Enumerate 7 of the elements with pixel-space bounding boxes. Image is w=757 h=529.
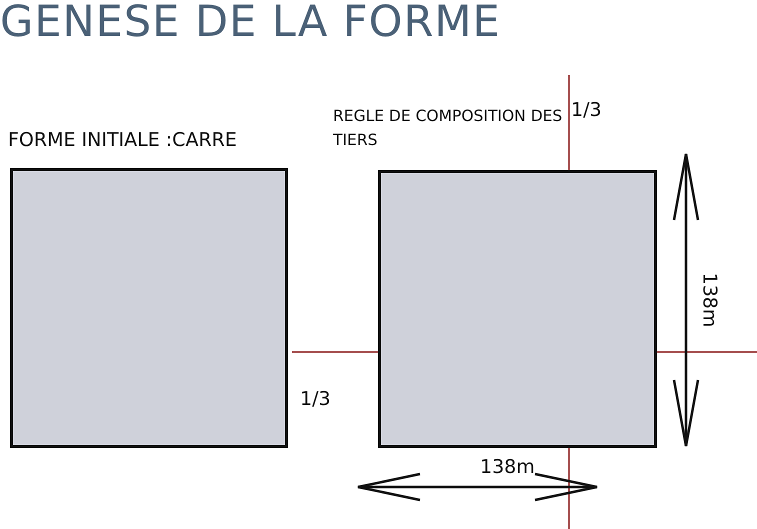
title: GENESE DE LA FORME bbox=[0, 0, 501, 48]
shape-heading: FORME INITIALE :CARRE bbox=[8, 128, 238, 153]
label: 1/3 bbox=[571, 99, 602, 121]
label: 138m bbox=[480, 456, 535, 478]
shape-heading: REGLE DE COMPOSITION DES TIERS bbox=[333, 106, 563, 152]
label: 138m bbox=[698, 272, 720, 328]
label: 1/3 bbox=[300, 388, 331, 410]
